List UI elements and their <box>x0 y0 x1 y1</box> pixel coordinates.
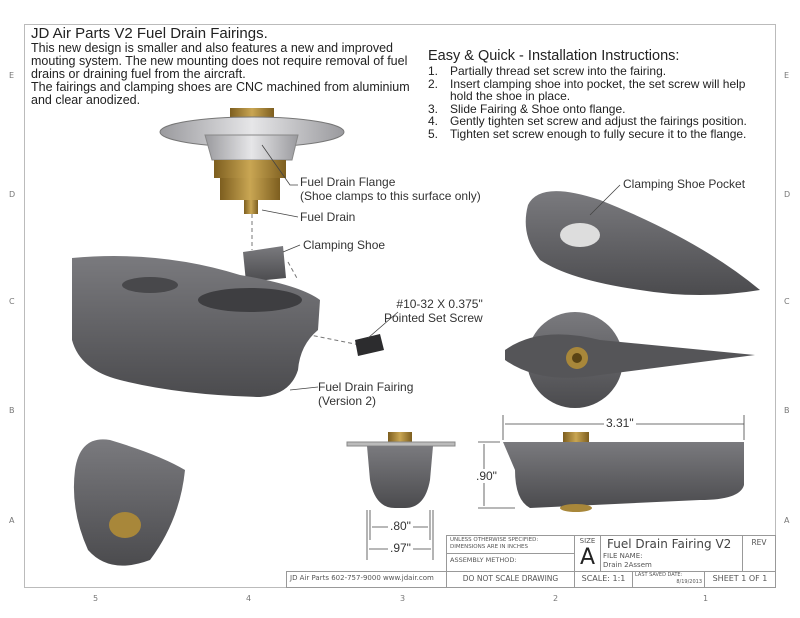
last-saved-date: 8/19/2013 <box>676 579 702 585</box>
fairing-iso-view <box>525 191 760 295</box>
last-saved-cell: LAST SAVED DATE: 8/19/2013 <box>632 571 705 588</box>
assembly-method-label: ASSEMBLY METHOD: <box>450 556 517 564</box>
callout-label: #10-32 X 0.375" <box>396 297 483 311</box>
fairing-side-view <box>503 432 744 512</box>
dimension-length: 3.31" <box>604 416 636 430</box>
intro-line: and clear anodized. <box>31 93 141 107</box>
instruction-step: 5. Tighten set screw enough to fully secu… <box>428 126 747 141</box>
last-saved-label: LAST SAVED DATE: <box>635 572 683 578</box>
intro-text: JD Air Parts V2 Fuel Drain Fairings. Thi… <box>31 26 410 107</box>
step-number: 3. <box>428 101 439 116</box>
file-name: Drain 2Assem <box>603 561 652 569</box>
zone-row-left: A <box>9 516 15 525</box>
step-number: 1. <box>428 64 439 78</box>
step-text: Gently tighten set screw and adjust the … <box>450 114 747 128</box>
zone-column: 3 <box>400 594 406 603</box>
fuel-drain-fairing <box>72 256 320 397</box>
scale-value: SCALE: 1:1 <box>581 574 626 583</box>
dimension-inner-width: .80" <box>388 519 413 533</box>
assembly-method-cell: ASSEMBLY METHOD: <box>446 553 575 572</box>
title-cell: Fuel Drain Fairing V2 FILE NAME: Drain 2… <box>600 535 743 572</box>
company-info: JD Air Parts 602-757-9000 www.jdair.com <box>290 574 434 582</box>
rev-cell: REV <box>742 535 776 572</box>
zone-column: 4 <box>246 594 252 603</box>
callout-fuel-drain-flange: Fuel Drain Flange (Shoe clamps to this s… <box>300 175 481 203</box>
instruction-step: 1. Partially thread set screw into the fa… <box>428 65 747 78</box>
step-number: 2. <box>428 76 439 91</box>
callout-clamping-shoe: Clamping Shoe <box>303 238 386 252</box>
zone-row-right: B <box>784 406 790 415</box>
callout-note: (Version 2) <box>318 394 377 408</box>
step-number: 5. <box>428 126 439 141</box>
callout-note: (Shoe clamps to this surface only) <box>300 189 481 203</box>
callout-note: Pointed Set Screw <box>384 311 483 325</box>
fuel-drain <box>214 160 286 214</box>
installation-instructions: Easy & Quick - Installation Instructions… <box>428 48 747 140</box>
instruction-step: 3. Slide Fairing & Shoe onto flange. <box>428 101 747 116</box>
callout-fuel-drain: Fuel Drain <box>300 210 356 224</box>
instructions-heading: Easy & Quick - Installation Instructions… <box>428 48 680 64</box>
instruction-step: 4. Gently tighten set screw and adjust th… <box>428 115 747 128</box>
callout-set-screw: #10-32 X 0.375" Pointed Set Screw <box>384 297 483 325</box>
no-scale-note: DO NOT SCALE DRAWING <box>462 574 559 583</box>
zone-row-right: E <box>784 71 790 80</box>
sheet-number: SHEET 1 OF 1 <box>712 574 768 583</box>
size-label: SIZE <box>579 537 596 545</box>
step-text: Tighten set screw enough to fully secure… <box>450 126 747 141</box>
no-scale-cell: DO NOT SCALE DRAWING <box>446 571 575 588</box>
fairing-front-view <box>346 432 456 508</box>
fuel-drain-flange <box>159 108 345 161</box>
dimension-outer-width: .97" <box>388 541 413 555</box>
scale-cell: SCALE: 1:1 <box>574 571 633 588</box>
callout-label: Fuel Drain Flange <box>300 175 396 189</box>
assembly-path-lines <box>251 214 361 346</box>
step-text: Slide Fairing & Shoe onto flange. <box>450 101 626 116</box>
intro-line: The fairings and clamping shoes are CNC … <box>31 80 410 94</box>
size-cell: SIZE A <box>574 535 601 572</box>
zone-row-right: A <box>784 516 790 525</box>
zone-column: 1 <box>703 594 709 603</box>
step-number: 4. <box>428 114 439 128</box>
size-value: A <box>579 545 596 570</box>
step-text: hold the shoe in place. <box>450 89 571 103</box>
zone-column: 2 <box>553 594 559 603</box>
zone-row-right: D <box>784 190 791 199</box>
dimension-height: .90" <box>474 469 499 483</box>
set-screw <box>355 334 384 356</box>
zone-row-left: B <box>9 406 15 415</box>
zone-column: 5 <box>93 594 99 603</box>
zone-row-right: C <box>784 297 790 306</box>
rev-label: REV <box>751 538 767 547</box>
intro-line: mouting system. The new mounting does no… <box>31 54 408 68</box>
step-text: Insert clamping shoe into pocket, the se… <box>450 76 746 91</box>
zone-row-left: E <box>9 71 15 80</box>
intro-line: drains or draining fuel from the aircraf… <box>31 67 246 81</box>
sheet-cell: SHEET 1 OF 1 <box>704 571 776 588</box>
tolerance-note: UNLESS OTHERWISE SPECIFIED: <box>450 537 539 543</box>
callout-label: Fuel Drain Fairing <box>318 380 414 394</box>
clamping-shoe <box>243 246 286 282</box>
tolerance-note-cell: UNLESS OTHERWISE SPECIFIED:DIMENSIONS AR… <box>446 535 575 554</box>
drawing-title: Fuel Drain Fairing V2 <box>607 537 732 551</box>
zone-row-left: C <box>9 297 15 306</box>
step-text: Partially thread set screw into the fair… <box>450 64 667 78</box>
intro-title: JD Air Parts V2 Fuel Drain Fairings. <box>31 25 268 42</box>
file-name-label: FILE NAME: <box>603 552 643 560</box>
tolerance-note: DIMENSIONS ARE IN INCHES <box>450 544 528 550</box>
company-cell: JD Air Parts 602-757-9000 www.jdair.com <box>286 571 447 588</box>
fairing-bottom-iso-view <box>73 439 185 566</box>
zone-row-left: D <box>9 190 16 199</box>
intro-line: This new design is smaller and also feat… <box>31 41 393 55</box>
instruction-step: 2. Insert clamping shoe into pocket, the … <box>428 76 747 103</box>
leader-lines <box>261 144 621 391</box>
callout-clamping-shoe-pocket: Clamping Shoe Pocket <box>623 177 746 191</box>
fairing-top-view <box>505 312 755 408</box>
callout-fuel-drain-fairing: Fuel Drain Fairing (Version 2) <box>318 380 413 408</box>
